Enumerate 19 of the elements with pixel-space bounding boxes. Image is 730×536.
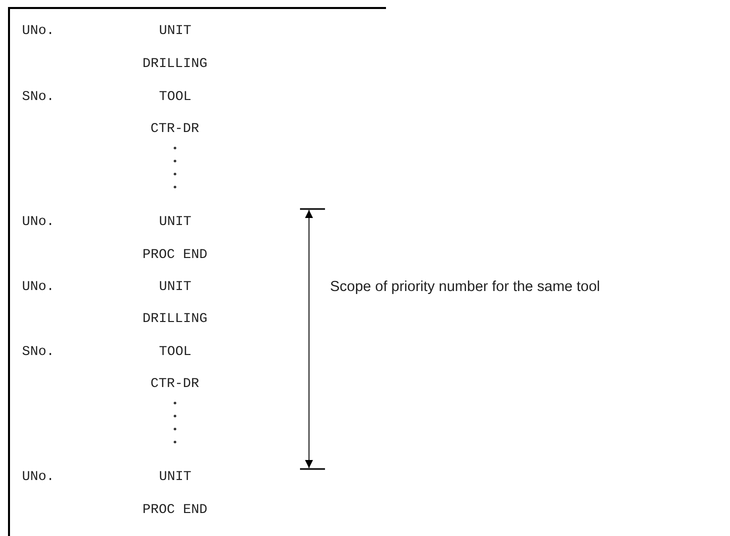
program-line-text: UNo.: [22, 24, 54, 40]
program-line-text: UNIT: [159, 215, 192, 231]
program-line-text: UNIT: [159, 470, 192, 486]
program-line-text: UNIT: [159, 280, 192, 296]
program-line-text: SNo.: [22, 90, 54, 106]
program-line-text: CTR-DR: [150, 122, 200, 138]
program-line-text: PROC END: [142, 503, 208, 519]
program-line-text: TOOL: [159, 90, 192, 106]
program-line-text: UNo.: [22, 280, 54, 296]
program-line-text: PROC END: [142, 248, 208, 264]
program-line-text: UNIT: [159, 24, 192, 40]
program-line-text: UNo.: [22, 470, 54, 486]
program-line-text: CTR-DR: [150, 377, 200, 393]
program-line-text: TOOL: [159, 345, 192, 361]
note-text: Scope of priority number for the same tool: [330, 279, 600, 295]
program-line-text: DRILLING: [142, 312, 208, 328]
program-line-text: DRILLING: [142, 57, 208, 73]
program-line-text: SNo.: [22, 345, 54, 361]
program-line-text: UNo.: [22, 215, 54, 231]
